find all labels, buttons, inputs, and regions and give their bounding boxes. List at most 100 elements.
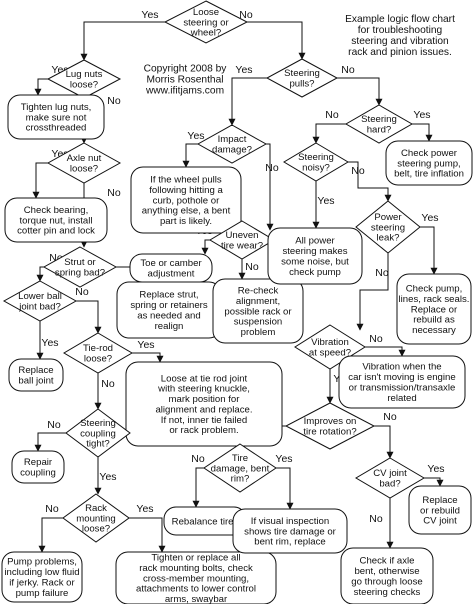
lowerball-text: joint bad? — [18, 301, 61, 312]
lugnuts-text: Lug nuts — [66, 69, 103, 80]
bearing-text: Check bearing, — [24, 205, 89, 216]
description-text: for troubleshooting — [358, 25, 443, 36]
connector-label-no: No — [47, 419, 61, 431]
decision-diamond — [2, 280, 78, 322]
toe-text: adjustment — [148, 268, 195, 279]
action-box — [4, 197, 108, 243]
connector-label-yes: Yes — [41, 337, 58, 349]
vibration-stopped-text: related — [387, 393, 416, 404]
connector-label-yes: Yes — [427, 463, 444, 475]
strut-text: spring bad? — [55, 267, 105, 278]
check-pump-lines-text: rebuild as — [413, 315, 455, 326]
wheel-pulls-text: anything else, a bent — [142, 206, 231, 217]
all-noise-text: All power — [295, 236, 335, 247]
replace-strut-text: realign — [155, 321, 184, 332]
loose-tierod-text: with steering knuckle, — [157, 384, 250, 395]
loose-text: wheel? — [190, 28, 221, 39]
recheck-text: suspension — [234, 317, 283, 328]
connector-label-no: No — [107, 187, 121, 199]
vibration-stopped-text: or transmission/transaxle — [349, 382, 456, 393]
decision-diamond — [163, 0, 249, 44]
loose-text: Loose — [193, 7, 219, 18]
connector-label-no: No — [351, 165, 365, 177]
connector-lugnuts-to-tighten_lug — [34, 78, 48, 96]
pump-problems-text: pump failure — [16, 588, 69, 599]
strut-text: Strut or — [64, 257, 96, 268]
action-box — [212, 278, 304, 344]
noisy-text: Steering — [298, 152, 334, 163]
connector-label-yes: Yes — [317, 195, 334, 207]
action-box — [396, 273, 472, 345]
tighten-lug-text: Tighten lug nuts, — [21, 102, 92, 113]
improves-text: tire rotation? — [303, 426, 356, 437]
decision-diamond — [355, 200, 421, 254]
loose-tierod-text: mark position for — [169, 394, 241, 405]
pump-problems-text: if jerky. Rack or — [9, 577, 75, 588]
replace-cv-text: or rebuild — [420, 505, 460, 516]
decision-diamond — [265, 58, 339, 98]
action-box — [385, 140, 473, 186]
ps-leak-text: Power — [374, 212, 402, 223]
connector-impact-to-uneven — [266, 143, 274, 231]
loose-tierod-text: Loose at tie rod joint — [161, 373, 248, 384]
connector-label-yes: Yes — [99, 471, 116, 483]
uneven-text: Uneven — [225, 230, 258, 241]
tire-damage-text: Tire — [232, 453, 248, 464]
recheck-text: possible rack or — [224, 306, 292, 317]
connector-label-yes: Yes — [275, 453, 292, 465]
check-pump-lines-text: necessary — [412, 325, 456, 336]
decision-diamond — [42, 246, 118, 288]
action-bearing: Check bearing,torque nut, installcotter … — [4, 197, 108, 243]
connector-label-no: No — [107, 95, 121, 107]
cvjoint-text: CV joint — [373, 468, 407, 479]
decision-diamond — [63, 332, 133, 374]
connector-pulls-to-impact — [228, 77, 267, 126]
action-box — [267, 227, 363, 285]
ps-leak-text: leak? — [377, 233, 400, 244]
visual-text: If visual inspection — [251, 516, 329, 527]
connector-cvjoint-to-replace_cv — [424, 477, 444, 487]
connector-ps_leak-to-vibration — [356, 253, 389, 331]
connector-label-yes: Yes — [187, 130, 204, 142]
connector-label-yes: Yes — [421, 212, 438, 224]
rebalance-text: Rebalance tires — [172, 516, 239, 527]
loose-tierod-text: or rack problem. — [169, 425, 238, 436]
repair-coupling-text: coupling — [20, 467, 56, 478]
connector-label-yes: Yes — [235, 64, 252, 76]
pulls-text: pulls? — [289, 78, 314, 89]
axle-text: Axle nut — [67, 153, 102, 164]
connector-label-no: No — [239, 9, 253, 21]
loose-text: steering or — [183, 17, 229, 28]
connector-uneven-to-toe — [201, 239, 210, 255]
action-box — [125, 361, 283, 447]
connector-label-no: No — [101, 378, 115, 390]
decision-diamond — [355, 457, 425, 499]
action-box — [11, 450, 65, 484]
loose-tierod-text: If not, inner tie failed — [161, 415, 247, 426]
decision-diamond — [62, 493, 130, 543]
connector-vibration-to-vibration_stopped — [365, 346, 406, 357]
coupling-text: coupling — [80, 428, 116, 439]
connector-tierod-to-loose_tierod — [132, 352, 164, 363]
connector-tire_damage-to-visual — [276, 467, 294, 510]
action-box — [340, 547, 434, 604]
axle-bent-text: go through loose — [351, 576, 422, 587]
cvjoint-text: bad? — [379, 478, 400, 489]
toe-text: Toe or camber — [140, 258, 202, 269]
connector-label-no: No — [383, 411, 397, 423]
